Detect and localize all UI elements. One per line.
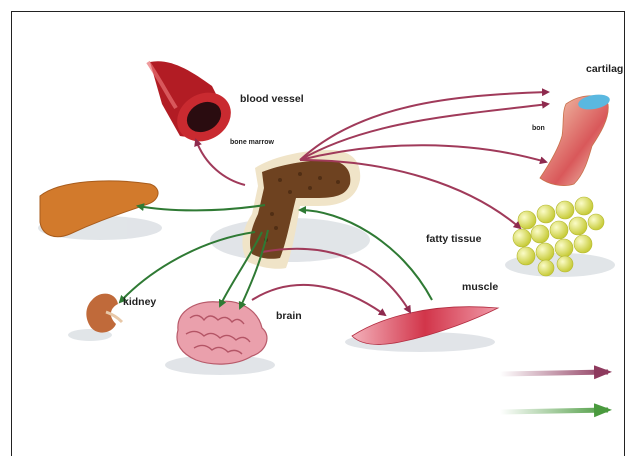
label-kidney: kidney	[123, 297, 156, 308]
legend-green-arrow-icon	[500, 410, 608, 412]
blood-vessel-illustration	[148, 61, 240, 151]
legend	[500, 372, 608, 412]
kidney-illustration	[86, 294, 122, 333]
legend-red-arrow-icon	[500, 372, 608, 374]
label-brain: brain	[276, 311, 302, 322]
label-bone-marrow: bone marrow	[230, 139, 274, 146]
label-fatty-tissue: fatty tissue	[426, 234, 481, 245]
label-blood-vessel: blood vessel	[240, 94, 304, 105]
label-bone: bon	[532, 125, 545, 132]
label-cartilage: cartilag	[586, 64, 623, 75]
label-muscle: muscle	[462, 282, 498, 293]
brain-illustration	[177, 301, 267, 364]
bone-cartilage-illustration	[540, 92, 611, 185]
